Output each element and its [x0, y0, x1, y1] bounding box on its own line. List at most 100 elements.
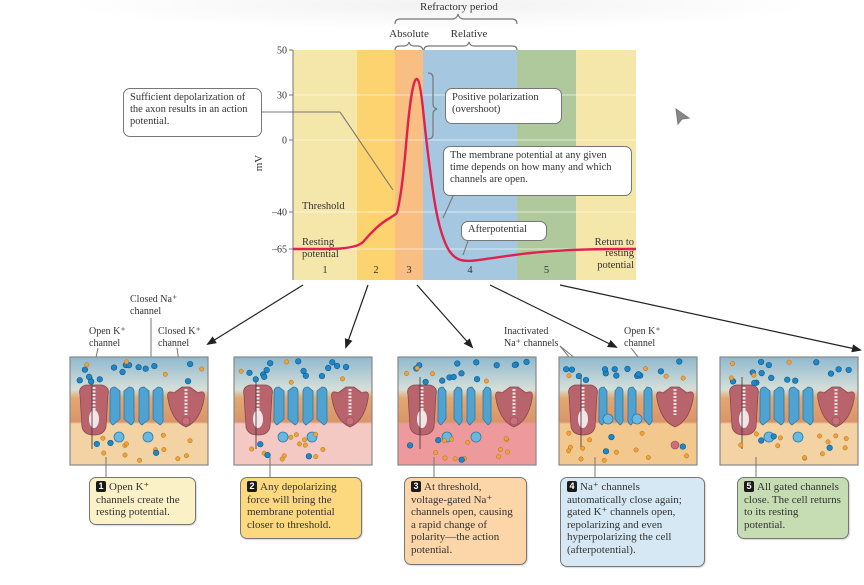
k-ion [199, 366, 205, 372]
na-ion [76, 377, 83, 384]
y-tick-label: 30 [277, 91, 287, 102]
k-ion [842, 445, 848, 451]
channel-pore [739, 410, 749, 428]
k-ion [601, 457, 607, 463]
na-channel-icon [273, 386, 285, 426]
inactivation-gate [631, 413, 643, 425]
y-tick-label: 50 [277, 46, 287, 57]
na-ion [473, 376, 481, 383]
k-ion [730, 361, 736, 367]
k-ion [578, 456, 584, 462]
inactivation-gate [277, 431, 289, 443]
na-channel-icon [123, 386, 135, 426]
k-ion [503, 436, 509, 442]
y-tick-label: –40 [271, 208, 287, 219]
na-ion [263, 367, 270, 374]
k-ion [497, 447, 503, 452]
na-ion [261, 373, 268, 380]
k-ion [313, 454, 319, 460]
membrane-panel-2 [233, 356, 373, 477]
na-channel-icon [109, 386, 121, 426]
na-ion [758, 370, 765, 377]
channel-pore [578, 410, 588, 428]
na-ion [329, 359, 336, 366]
k-ion [293, 432, 299, 438]
refractory-period-label: Refractory period [420, 1, 498, 13]
membrane-potential-callout: The membrane potential at any given time… [443, 146, 632, 196]
na-ion [119, 368, 126, 376]
k-ion [728, 375, 734, 381]
na-ion [458, 370, 465, 377]
k-ion [430, 371, 435, 377]
overshoot-line-1: Positive polarization [452, 92, 539, 103]
membrane-panel-5 [719, 356, 859, 477]
k-ion [340, 376, 345, 382]
channel-pore [253, 410, 263, 428]
k-ion [684, 453, 689, 459]
step-text-2: Any depolarizing force will bring the me… [247, 481, 337, 531]
na-ion [153, 449, 160, 456]
na-ion [657, 368, 664, 375]
na-ion [611, 366, 618, 373]
inactivation-gate [113, 431, 125, 443]
k-ion [680, 375, 686, 381]
step-text-5: All gated channels close. The cell retur… [744, 481, 841, 531]
k-ion [819, 451, 825, 457]
k-ion [483, 378, 489, 384]
refractory-brace [394, 13, 518, 25]
na-ion [602, 448, 610, 455]
k-ion [817, 433, 823, 439]
na-ion [300, 367, 307, 375]
na-ion [679, 443, 686, 450]
na-channel-icon [453, 386, 463, 426]
membrane-potential-trace [293, 77, 636, 263]
na-ion [110, 364, 118, 371]
k-ion [566, 373, 572, 379]
na-ion [835, 366, 842, 373]
k-ion [786, 359, 792, 365]
channel-pore [89, 410, 99, 428]
na-ion [342, 363, 350, 371]
k-ion [288, 379, 294, 385]
k-ion [175, 456, 181, 462]
k-ion [566, 430, 572, 436]
k-ion [639, 430, 645, 436]
phase-number-4: 4 [467, 265, 473, 276]
leader-line [339, 111, 394, 191]
na-ion [575, 372, 582, 380]
k-ion [452, 456, 458, 462]
step-number-1: 1 [96, 481, 106, 492]
na-ion [454, 360, 461, 367]
k-ion [751, 372, 757, 378]
na-ion [93, 440, 100, 448]
na-ion [187, 360, 194, 368]
na-channel-icon [316, 386, 328, 426]
na-ion [142, 365, 149, 372]
step-text-4: Na⁺ channels automatically close again; … [567, 481, 682, 556]
phase-number-1: 1 [322, 265, 327, 276]
step-text-1: Open K⁺ channels create the resting pote… [96, 481, 180, 518]
closed-na-channel-label: Closed Na⁺channel [130, 294, 177, 317]
na-ion [563, 366, 570, 373]
open-k-channel-label-2: Open K⁺channel [624, 326, 661, 349]
k-ion [645, 455, 651, 461]
membrane-panel-3 [397, 356, 537, 477]
k-ion [833, 433, 839, 439]
na-ion [96, 376, 103, 383]
k-ion [161, 447, 167, 452]
na-ion [827, 370, 835, 377]
k-ion [122, 452, 128, 458]
k-ion [802, 455, 807, 461]
threshold-label: Threshold [302, 201, 345, 212]
k-ion [465, 439, 471, 445]
na-ion [295, 358, 302, 365]
phase-number-5: 5 [544, 265, 549, 276]
k-ion [505, 449, 511, 455]
na-ion [826, 444, 833, 451]
na-ion [770, 433, 777, 440]
k-ion [137, 457, 143, 463]
membrane-panel-1 [69, 356, 209, 477]
na-channel-icon [759, 386, 771, 426]
